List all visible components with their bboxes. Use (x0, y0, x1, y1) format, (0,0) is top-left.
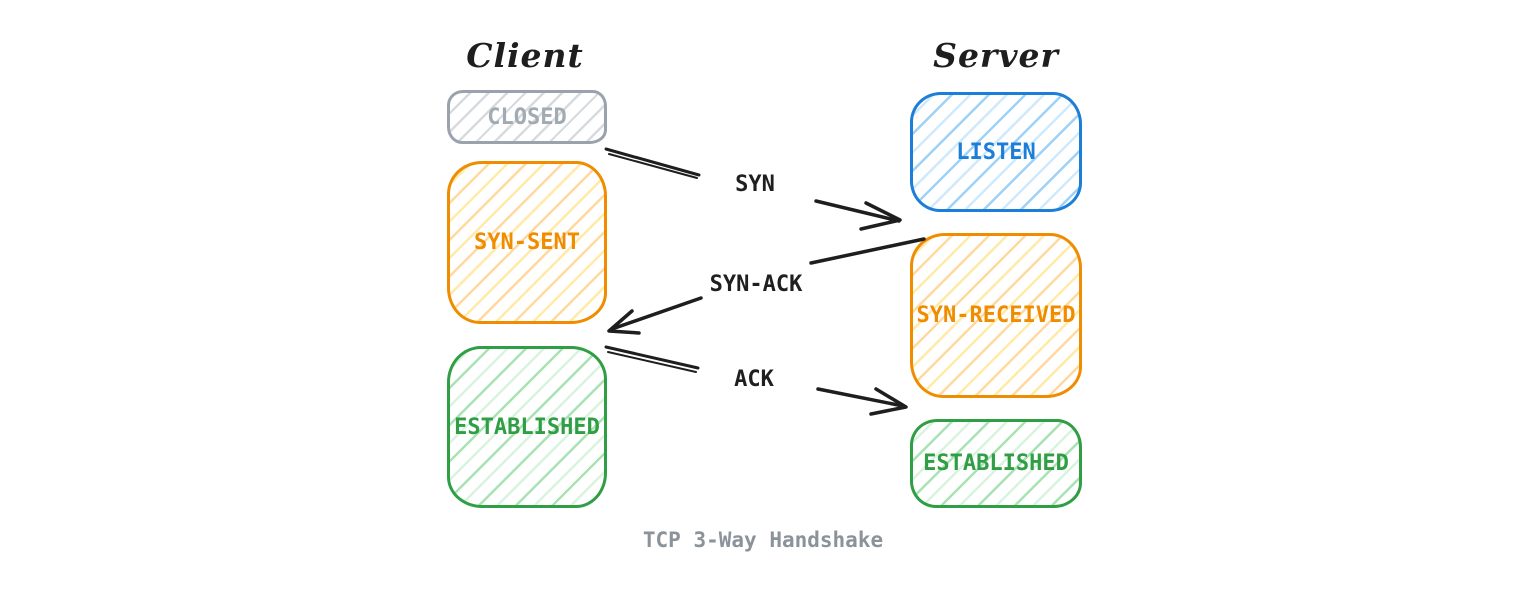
state-box-server-listen: LISTEN (910, 92, 1082, 212)
state-box-client-closed: CLOSED (447, 90, 607, 144)
state-box-client-established: ESTABLISHED (447, 346, 607, 508)
state-label-closed: CLOSED (487, 104, 567, 130)
state-box-client-syn-sent: SYN-SENT (447, 161, 607, 324)
state-label-syn-received: SYN-RECEIVED (916, 303, 1076, 328)
diagram-caption: TCP 3-Way Handshake (642, 528, 884, 552)
state-label-server-established: ESTABLISHED (923, 451, 1069, 476)
ack-message-label: ACK (734, 367, 774, 392)
state-label-client-established: ESTABLISHED (454, 414, 600, 440)
server-column-title: Server (933, 36, 1059, 75)
state-label-syn-sent: SYN-SENT (474, 230, 580, 255)
syn-message-label: SYN (735, 172, 775, 197)
syn-ack-message-label: SYN-ACK (709, 272, 803, 297)
client-column-title: Client (466, 36, 584, 75)
state-label-listen: LISTEN (956, 139, 1036, 165)
state-box-server-syn-received: SYN-RECEIVED (910, 233, 1082, 398)
state-box-server-established: ESTABLISHED (910, 419, 1082, 508)
